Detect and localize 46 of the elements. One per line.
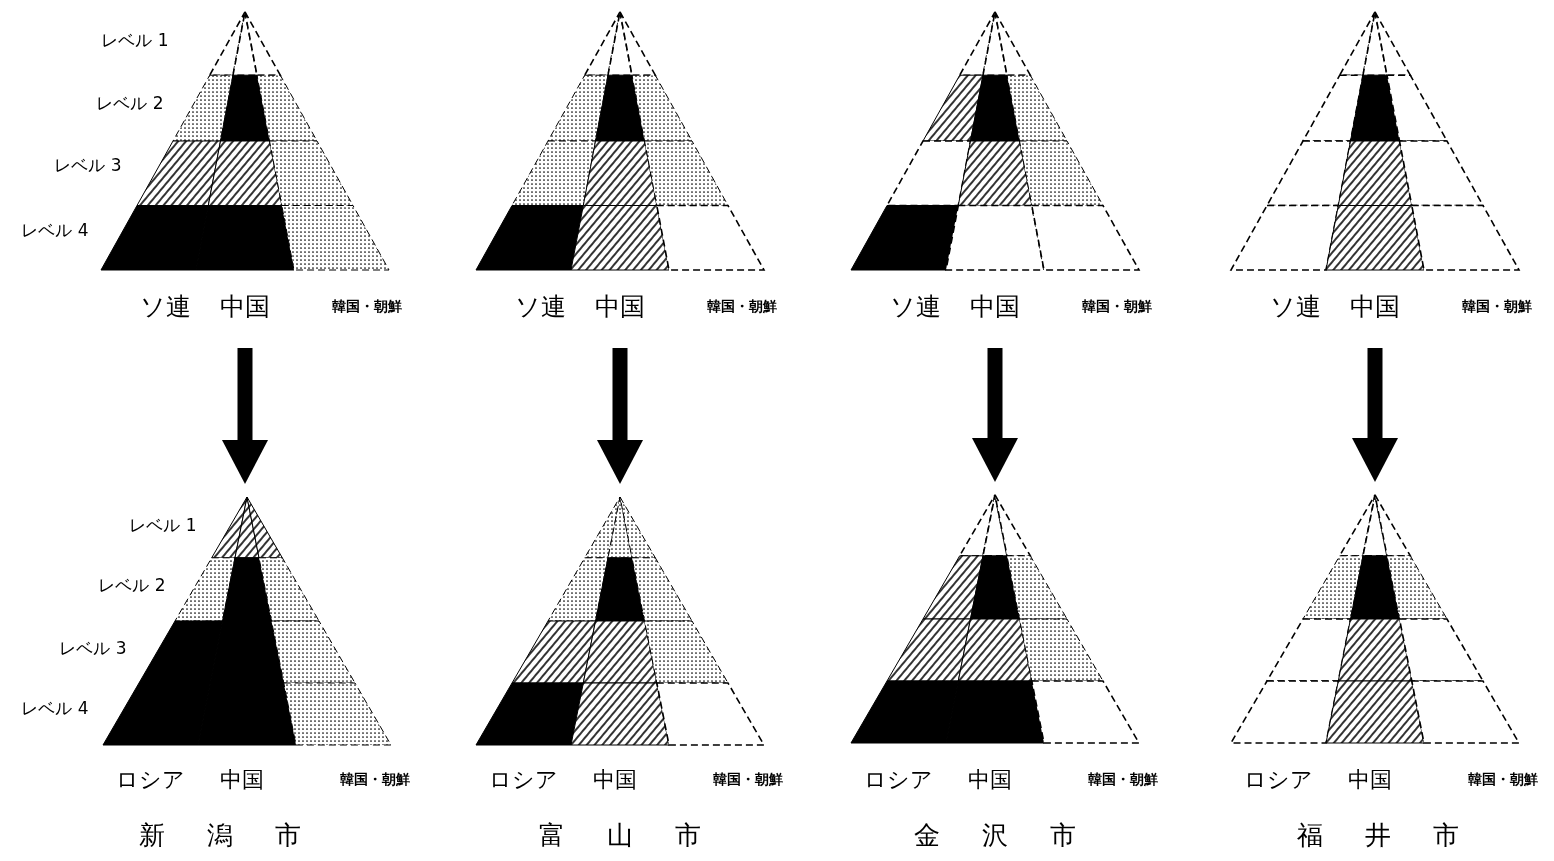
column-label: 中国: [220, 293, 270, 321]
level-label: レベル 2: [96, 93, 164, 113]
column-label: ソ連: [139, 293, 191, 321]
level-label: レベル 1: [101, 30, 169, 50]
city-name: 金沢市: [913, 820, 1118, 850]
column-label: ロシア: [1243, 767, 1313, 793]
city-name: 福井市: [1296, 820, 1501, 850]
column-label: ロシア: [488, 767, 558, 793]
column-label: 中国: [1348, 767, 1392, 793]
column-label: ソ連: [889, 293, 941, 321]
pyramid-drawing: [1229, 10, 1521, 272]
pyramid-drawing: [849, 10, 1141, 272]
column-label: 韓国・朝鮮: [1468, 772, 1538, 788]
column-label: 韓国・朝鮮: [1082, 299, 1152, 315]
level-label: レベル 1: [129, 515, 197, 535]
column-label: ロシア: [115, 767, 185, 793]
level-label: レベル 4: [21, 220, 89, 240]
column-label: 中国: [1350, 293, 1400, 321]
level-label: レベル 3: [59, 638, 127, 658]
level-label: レベル 4: [21, 698, 89, 718]
column-label: 中国: [595, 293, 645, 321]
column-label: 中国: [970, 293, 1020, 321]
level-label: レベル 3: [54, 155, 122, 175]
column-label: ソ連: [1269, 293, 1321, 321]
city-name: 新潟市: [138, 820, 343, 850]
column-label: 中国: [220, 767, 264, 793]
pyramid-drawing: [1229, 493, 1521, 745]
column-label: 韓国・朝鮮: [1462, 299, 1532, 315]
pyramid-drawing: [849, 493, 1141, 745]
column-label: 韓国・朝鮮: [707, 299, 777, 315]
column-label: 韓国・朝鮮: [713, 772, 783, 788]
column-label: 韓国・朝鮮: [332, 299, 402, 315]
arrow: [1352, 348, 1398, 482]
level-label: レベル 2: [98, 575, 166, 595]
arrow: [972, 348, 1018, 482]
column-label: ロシア: [863, 767, 933, 793]
column-label: ソ連: [514, 293, 566, 321]
column-label: 中国: [968, 767, 1012, 793]
column-label: 中国: [593, 767, 637, 793]
column-label: 韓国・朝鮮: [1088, 772, 1158, 788]
pyramid-drawing: [474, 495, 766, 747]
city-name: 富山市: [538, 820, 743, 850]
column-label: 韓国・朝鮮: [340, 772, 410, 788]
arrow: [222, 348, 268, 484]
arrow: [597, 348, 643, 484]
pyramid-drawing: [474, 10, 766, 272]
